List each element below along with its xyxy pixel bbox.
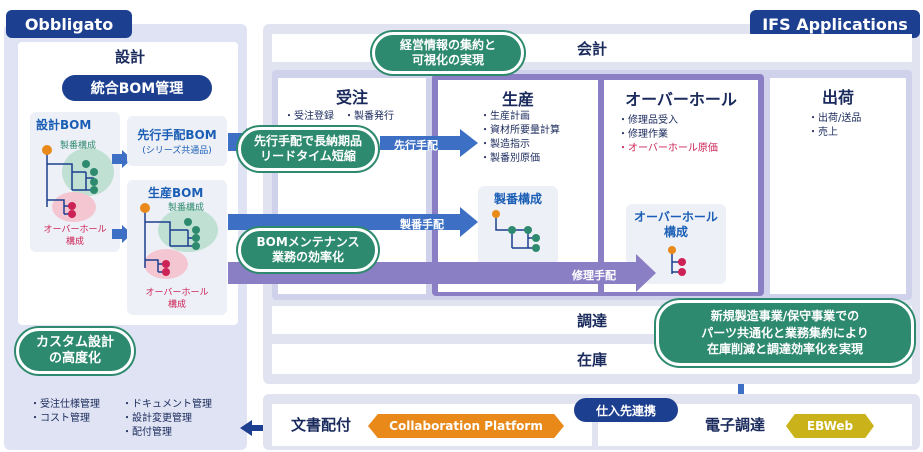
ebweb-tag: EBWeb: [786, 414, 874, 438]
advance-bom-sub: (シリーズ共通品): [142, 146, 212, 156]
ebweb-label: EBWeb: [806, 419, 854, 433]
supplier-tag: 仕入先連携: [574, 398, 678, 422]
production-bom-title: 生産BOM: [148, 186, 204, 200]
inventory-label: 在庫: [576, 350, 607, 369]
design-bom-sub2: オーバーホール 構成: [43, 225, 107, 247]
arrow-advance: [380, 129, 478, 157]
new-mfg-bubble: 新規製造事業/保守事業での パーツ共通化と業務集約により 在庫削減と調達効率化を…: [656, 300, 914, 366]
production-items: ・生産計画 ・資材所要量計算 ・製造指示 ・製番別原価: [480, 111, 560, 164]
production-bom-tree-icon: [140, 203, 218, 279]
ifs-title: IFS Applications: [750, 10, 920, 38]
production-bom-sub1: 製番構成: [168, 203, 205, 213]
overhaul-tree-icon: [668, 246, 686, 276]
features-left: ・受注仕様管理 ・コスト管理: [30, 399, 100, 424]
design-bom-tree-icon: [42, 145, 114, 222]
collab-platform-label: Collaboration Platform: [389, 419, 543, 433]
arrow-repair-label: 修理手配: [572, 269, 616, 282]
advance-bom-title: 先行手配BOM: [137, 128, 217, 142]
design-heading: 設計: [114, 47, 145, 66]
production-title: 生産: [501, 90, 534, 109]
custom-design-bubble: カスタム設計 の高度化: [16, 328, 134, 374]
production-bom-sub2: オーバーホール 構成: [145, 288, 209, 310]
bom-maint-bubble: BOMメンテナンス 業務の効率化: [238, 228, 378, 272]
production-sub-box: [478, 186, 558, 266]
features-right: ・ドキュメント管理 ・設計変更管理 ・配付管理: [122, 399, 212, 438]
bom-management-tag: 統合BOM管理: [62, 75, 212, 101]
e-proc-label: 電子調達: [704, 416, 765, 434]
arrow-advance-label: 先行手配: [394, 139, 438, 152]
shipping-title: 出荷: [821, 88, 854, 107]
shipping-items: ・出荷/送品 ・売上: [808, 113, 862, 138]
production-sub: 製番構成: [493, 192, 542, 206]
orders-title: 受注: [335, 88, 368, 107]
overhaul-items: ・修理品受入 ・修理作業: [618, 115, 678, 140]
accounting-label: 会計: [576, 39, 607, 58]
doc-dist-label: 文書配付: [290, 416, 351, 434]
orders-items: ・受注登録 ・製番発行: [284, 111, 394, 122]
collab-platform-tag: Collaboration Platform: [368, 414, 564, 438]
arrow-order-no-label: 製番手配: [400, 218, 444, 231]
obbligato-title: Obbligato: [6, 10, 132, 38]
production-tree-icon: [492, 210, 540, 252]
procurement-label: 調達: [576, 311, 607, 330]
management-bubble: 経営情報の集約と 可視化の実現: [372, 32, 524, 74]
lead-time-bubble: 先行手配で長納期品 リードタイム短縮: [238, 127, 378, 171]
overhaul-sub: オーバーホール 構成: [634, 210, 718, 239]
shipping-column: [770, 78, 906, 294]
overhaul-cost: ・オーバーホール原価: [618, 143, 718, 154]
design-bom-title: 設計BOM: [36, 118, 92, 132]
overhaul-title: オーバーホール: [625, 90, 737, 109]
design-bom-sub1: 製番構成: [60, 141, 97, 151]
advance-bom-box: 先行手配BOM (シリーズ共通品): [127, 116, 227, 166]
